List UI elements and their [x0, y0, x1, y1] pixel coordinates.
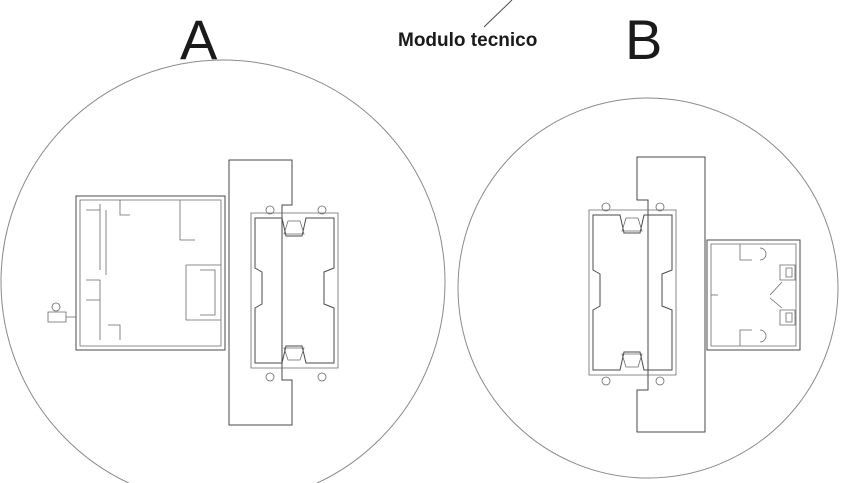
callout-leader-line [483, 0, 513, 28]
detail-a-frame-profile [47, 195, 226, 351]
view-label-a: A [180, 8, 218, 71]
callout-label: Modulo tecnico [398, 30, 538, 51]
detail-a-circle [0, 59, 446, 483]
detail-a-mullion-profile [250, 205, 339, 382]
view-label-b: B [625, 8, 663, 71]
detail-b-technical-module [706, 239, 801, 351]
detail-b-mullion-profile [588, 202, 677, 386]
detail-b-cover-strip [636, 156, 706, 433]
detail-b-circle [457, 97, 839, 479]
detail-a [0, 59, 446, 483]
detail-b [457, 97, 839, 479]
detail-a-cover-strip [228, 159, 293, 426]
